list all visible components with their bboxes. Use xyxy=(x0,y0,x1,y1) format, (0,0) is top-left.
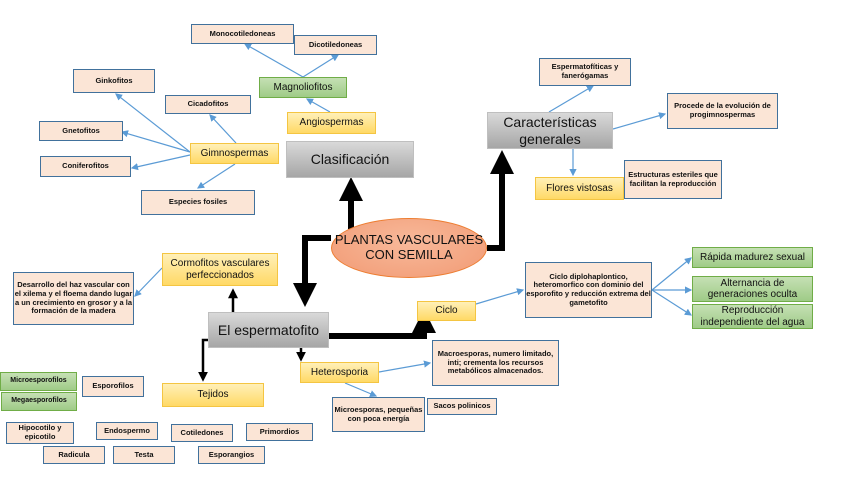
arrow-esperm-tejidos xyxy=(198,338,209,382)
link-desc-rapida xyxy=(651,257,692,291)
link-gimno-fosiles xyxy=(196,163,236,189)
link-hetero-micro xyxy=(344,382,378,397)
link-hetero-macro xyxy=(378,360,432,373)
especies-fosiles-node[interactable]: Especies fosiles xyxy=(141,190,255,215)
rapida-madurez-node[interactable]: Rápida madurez sexual xyxy=(692,247,813,268)
espermatofito-node[interactable]: El espermatofito xyxy=(208,312,329,348)
arrow-esperm-ciclo xyxy=(329,309,436,339)
reproduccion-node[interactable]: Reproducción independiente del agua xyxy=(692,304,813,329)
link-gimno-ginko xyxy=(115,93,191,153)
ciclo-desc-node[interactable]: Ciclo diplohaplontico, heteromorfico con… xyxy=(525,262,652,318)
link-gimno-cicado xyxy=(209,114,237,144)
flores-vistosas-node[interactable]: Flores vistosas xyxy=(535,177,624,200)
sacos-polinicos-node[interactable]: Sacos polinicos xyxy=(427,398,497,415)
microesporas-node[interactable]: Microesporas, pequeñas con poca energía xyxy=(332,397,425,432)
angiospermas-node[interactable]: Angiospermas xyxy=(287,112,376,134)
link-gimno-gneto xyxy=(120,130,191,153)
link-desc-reproduccion xyxy=(651,289,693,316)
link-cormo-desarrollo xyxy=(134,267,163,297)
gimnospermas-node[interactable]: Gimnospermas xyxy=(190,143,279,164)
microesporofilos-node[interactable]: Microesporofilos xyxy=(0,372,77,391)
cormofitos-node[interactable]: Cormofitos vasculares perfeccionados xyxy=(162,253,278,286)
magnoliofitos-node[interactable]: Magnoliofitos xyxy=(259,77,347,98)
link-magnolio-mono xyxy=(243,43,304,78)
esporangios-node[interactable]: Esporangios xyxy=(198,446,265,464)
link-angio-magnolio xyxy=(305,98,331,113)
coniferofitos-node[interactable]: Coniferofitos xyxy=(40,156,131,177)
cotiledones-node[interactable]: Cotiledones xyxy=(171,424,233,442)
gnetofitos-node[interactable]: Gnetofitos xyxy=(39,121,123,141)
megaesporofilos-node[interactable]: Megaesporofilos xyxy=(1,392,77,411)
dicotiledoneas-node[interactable]: Dicotiledoneas xyxy=(294,35,377,55)
link-carac-procede xyxy=(612,112,667,130)
clasificacion-node[interactable]: Clasificación xyxy=(286,141,414,178)
alternancia-node[interactable]: Alternancia de generaciones oculta xyxy=(692,276,813,302)
link-gimno-conifero xyxy=(130,154,191,171)
cicadofitos-node[interactable]: Cicadofitos xyxy=(165,95,251,114)
ciclo-node[interactable]: Ciclo xyxy=(417,301,476,321)
ginkofitos-node[interactable]: Ginkofitos xyxy=(73,69,155,93)
heterosporia-node[interactable]: Heterosporia xyxy=(300,362,379,383)
macroesporas-node[interactable]: Macroesporas, numero limitado, inti; cre… xyxy=(432,340,559,386)
link-ciclo-desc xyxy=(475,288,525,305)
monocotiledoneas-node[interactable]: Monocotiledoneas xyxy=(191,24,294,44)
radicula-node[interactable]: Radicula xyxy=(43,446,105,464)
hipocotilo-node[interactable]: Hipocotilo y epicotilo xyxy=(6,422,74,444)
caracteristicas-node[interactable]: Características generales xyxy=(487,112,613,149)
desarrollo-node[interactable]: Desarrollo del haz vascular con el xilem… xyxy=(13,272,134,325)
estructuras-node[interactable]: Estructuras esteriles que facilitan la r… xyxy=(624,160,722,199)
procede-node[interactable]: Procede de la evolución de progimnosperm… xyxy=(667,93,778,129)
arrow-center-espermatofito xyxy=(293,235,331,307)
tejidos-node[interactable]: Tejidos xyxy=(162,383,264,407)
endospermo-node[interactable]: Endospermo xyxy=(96,422,158,440)
espermatofiticas-node[interactable]: Espermatofíticas y fanerógamas xyxy=(539,58,631,86)
esporofilos-node[interactable]: Esporofilos xyxy=(82,376,144,397)
primordios-node[interactable]: Primordios xyxy=(246,423,313,441)
arrow-center-caracteristicas xyxy=(487,150,514,251)
link-magnolio-dico xyxy=(302,54,340,78)
center-topic[interactable]: PLANTAS VASCULARES CON SEMILLA xyxy=(331,218,487,278)
testa-node[interactable]: Testa xyxy=(113,446,175,464)
link-carac-esperm xyxy=(548,85,595,113)
